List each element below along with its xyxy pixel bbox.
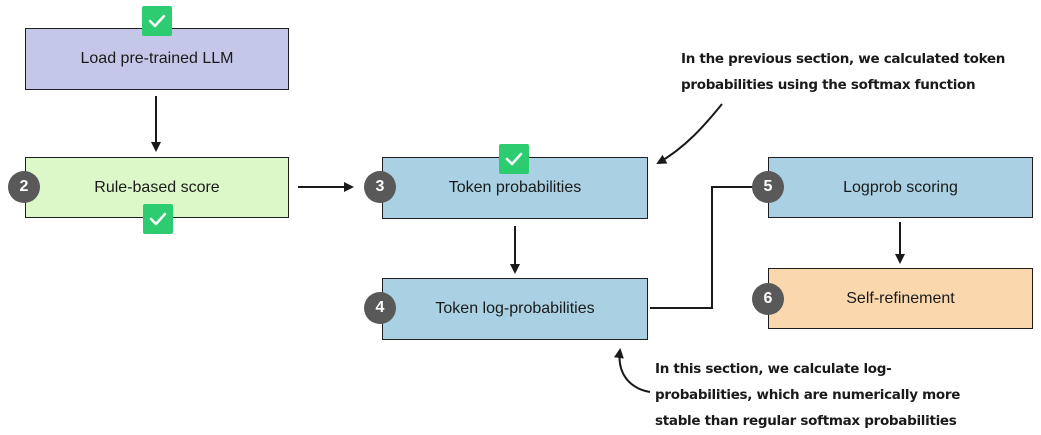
arrow-logprob-to-scoring [650, 182, 766, 309]
step-4-badge: 4 [364, 292, 396, 324]
step-load-llm-box: Load pre-trained LLM [25, 28, 289, 90]
step-token-logprob-box: Token log-probabilities [382, 278, 648, 340]
step-self-refinement-box: Self-refinement [768, 268, 1033, 329]
check-icon [499, 144, 529, 174]
step-rule-based-label: Rule-based score [94, 178, 220, 196]
step-logprob-scoring-label: Logprob scoring [843, 178, 958, 196]
step-token-prob-label: Token probabilities [448, 179, 582, 196]
step-3-badge: 3 [364, 171, 396, 203]
step-load-llm-label: Load pre-trained LLM [80, 50, 234, 67]
step-2-badge: 2 [8, 171, 40, 203]
annotation-this-section: In this section, we calculate log- proba… [655, 361, 961, 429]
annotation-arrow-previous [656, 103, 723, 164]
check-icon [143, 204, 173, 234]
annotation-arrow-this [613, 348, 651, 393]
step-6-badge: 6 [752, 283, 784, 315]
step-token-prob-box: Token probabilities [382, 157, 648, 219]
step-logprob-scoring-box: Logprob scoring [768, 157, 1033, 218]
step-self-refinement-label: Self-refinement [846, 289, 955, 307]
step-5-badge: 5 [752, 171, 784, 203]
check-icon [142, 6, 172, 36]
step-token-logprob-label: Token log-probabilities [435, 300, 595, 317]
annotation-previous-section: In the previous section, we calculated t… [681, 51, 1006, 93]
